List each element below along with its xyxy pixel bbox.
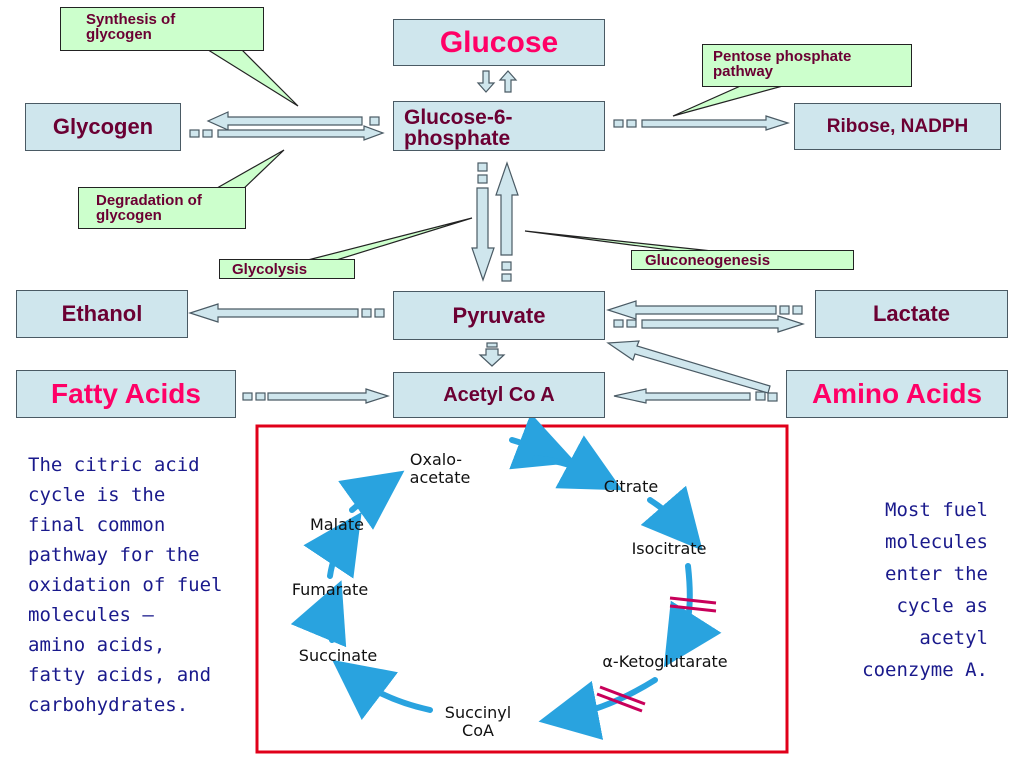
cycle-label-succinyl-coa-line1: Succinyl [445,703,511,722]
arrow-pyruvate-to-acetylcoa [478,348,506,367]
cycle-label-oxaloacetate-line1: Oxalo- [410,450,462,469]
arrow-dash [613,119,624,128]
cycle-label-fumarate: Fumarate [292,580,368,599]
arrow-gluconeogenesis [495,161,519,256]
arrow-g6p-to-ribose [641,115,790,131]
cycle-label-ketoglutarate: α-Ketoglutarate [602,652,727,671]
node-glucose-6-phosphate: Glucose-6- phosphate [393,101,605,151]
node-lactate: Lactate [815,290,1008,338]
node-ethanol: Ethanol [16,290,188,338]
arrow-dash [613,319,624,328]
note-fuel-molecules: Most fuel molecules enter the cycle as a… [862,499,988,681]
node-pyruvate: Pyruvate [393,291,605,340]
cycle-label-succinyl-coa-line2: CoA [462,721,494,740]
arrow-dash [369,116,380,126]
node-fatty-acids: Fatty Acids [16,370,236,418]
arrow-dash [626,119,637,128]
cycle-label-isocitrate: Isocitrate [632,539,707,558]
callout-tails [202,47,791,263]
arrow-lactate-to-pyruvate [606,300,777,320]
arrow-fattyacids-to-acetylcoa [267,388,390,404]
node-glycogen: Glycogen [25,103,181,151]
arrow-glycogen-to-g6p [217,125,385,141]
cycle-label-citrate: Citrate [604,477,658,496]
note-citric-acid-cycle: The citric acid cycle is the final commo… [28,454,223,716]
arrow-dash [189,129,200,138]
cycle-arrows [290,413,722,740]
arrow-dash [486,342,498,348]
arrow-dash [501,273,512,282]
cycle-label-succinate: Succinate [299,646,377,665]
callout-synthesis-of-glycogen: Synthesis of glycogen [60,7,264,51]
cycle-label-oxaloacetate-line2: acetate [410,468,471,487]
arrow-pyruvate-to-lactate [641,315,805,333]
callout-pentose-phosphate-pathway: Pentose phosphate pathway [702,44,912,87]
arrow-dash [767,392,778,402]
arrow-dash [477,174,488,184]
arrow-dash [792,305,803,315]
arrow-g6p-to-glycogen [206,111,363,131]
arrow-g6p-to-glucose [498,70,518,93]
arrow-aminoacids-to-acetylcoa [613,388,751,404]
node-ribose-nadph: Ribose, NADPH [794,103,1001,150]
arrow-dash [626,319,637,328]
arrow-glycolysis [471,187,495,282]
arrow-dash [779,305,790,315]
irreversible-step-markers [596,596,717,713]
arrow-dash [361,308,372,318]
arrow-dash [255,392,266,401]
callout-degradation-of-glycogen: Degradation of glycogen [78,187,246,229]
arrow-glucose-to-g6p [476,70,496,93]
node-acetyl-coa: Acetyl Co A [393,372,605,418]
callout-gluconeogenesis: Gluconeogenesis [631,250,854,270]
arrow-dash [202,129,213,138]
arrow-aminoacids-to-pyruvate [606,340,771,394]
callout-glycolysis: Glycolysis [219,259,355,279]
arrow-pyruvate-to-ethanol [188,303,359,323]
arrow-dash [755,391,766,401]
node-amino-acids: Amino Acids [786,370,1008,418]
cycle-label-malate: Malate [310,515,364,534]
node-glucose: Glucose [393,19,605,66]
arrow-dash [501,261,512,271]
arrow-dash [374,308,385,318]
arrow-dash [477,162,488,172]
arrow-dash [242,392,253,401]
